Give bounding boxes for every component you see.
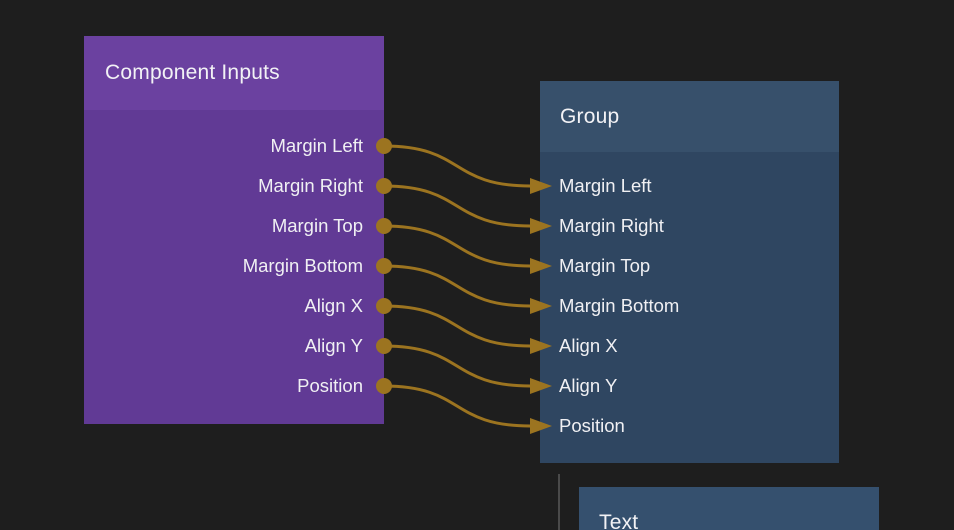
- node-group-title: Group: [560, 104, 620, 128]
- port-label: Margin Left: [270, 134, 363, 156]
- port-row-component-inputs-align-x[interactable]: Align X: [304, 293, 363, 319]
- port-row-component-inputs-margin-bottom[interactable]: Margin Bottom: [243, 253, 363, 279]
- port-label: Align Y: [304, 334, 363, 356]
- edge-6: [383, 344, 531, 388]
- port-label: Margin Right: [559, 214, 664, 236]
- port-label: Position: [559, 414, 625, 436]
- vertical-guide-line: [558, 474, 560, 530]
- port-row-group-position[interactable]: Position: [559, 413, 625, 439]
- port-row-group-margin-right[interactable]: Margin Right: [559, 213, 664, 239]
- node-component-inputs-header[interactable]: Component Inputs: [84, 36, 384, 110]
- port-label: Margin Top: [559, 254, 651, 276]
- port-row-group-margin-bottom[interactable]: Margin Bottom: [559, 293, 679, 319]
- node-text-header[interactable]: Text: [579, 487, 879, 530]
- port-label: Position: [297, 374, 363, 396]
- port-row-component-inputs-margin-top[interactable]: Margin Top: [272, 213, 363, 239]
- edge-2: [383, 184, 531, 228]
- port-label: Align Y: [559, 374, 618, 396]
- node-group-header[interactable]: Group: [540, 81, 839, 152]
- edge-4: [383, 264, 531, 308]
- node-text-title: Text: [599, 511, 639, 530]
- edge-5: [383, 304, 531, 348]
- port-row-group-margin-left[interactable]: Margin Left: [559, 173, 652, 199]
- port-label: Align X: [304, 294, 363, 316]
- port-label: Margin Bottom: [559, 294, 680, 316]
- edge-3: [383, 224, 531, 268]
- port-label: Margin Top: [271, 214, 363, 236]
- port-row-component-inputs-position[interactable]: Position: [297, 373, 363, 399]
- edge-1: [383, 144, 531, 188]
- node-component-inputs-title: Component Inputs: [105, 61, 280, 84]
- port-label: Align X: [559, 334, 618, 356]
- port-label: Margin Left: [559, 174, 652, 196]
- port-label: Margin Bottom: [242, 254, 363, 276]
- port-row-group-margin-top[interactable]: Margin Top: [559, 253, 650, 279]
- port-row-group-align-x[interactable]: Align X: [559, 333, 618, 359]
- node-text[interactable]: Text: [579, 487, 879, 530]
- node-component-inputs[interactable]: Component Inputs Margin Left Margin Righ…: [84, 36, 384, 424]
- port-row-component-inputs-align-y[interactable]: Align Y: [305, 333, 363, 359]
- node-group[interactable]: Group Margin Left Margin Right Margin To…: [540, 81, 839, 463]
- port-row-component-inputs-margin-right[interactable]: Margin Right: [258, 173, 363, 199]
- edge-7: [383, 384, 531, 428]
- port-row-component-inputs-margin-left[interactable]: Margin Left: [270, 133, 363, 159]
- port-label: Margin Right: [258, 174, 363, 196]
- port-row-group-align-y[interactable]: Align Y: [559, 373, 617, 399]
